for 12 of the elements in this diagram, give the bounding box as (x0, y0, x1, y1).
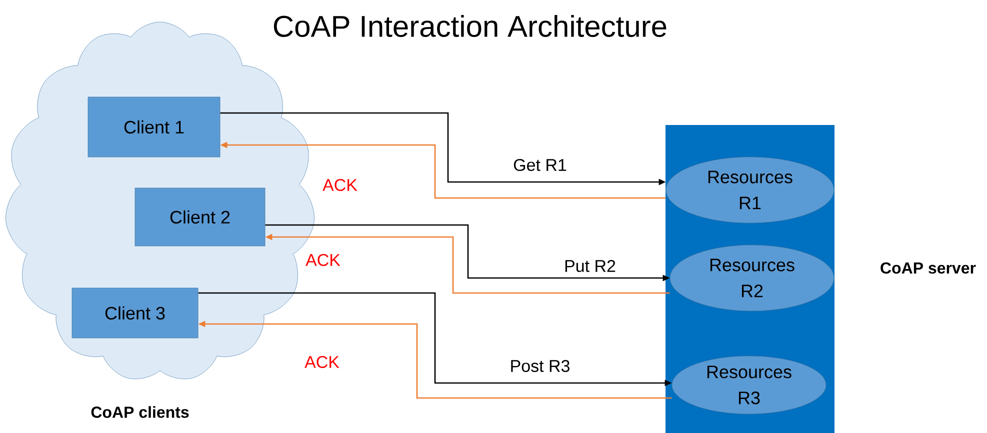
title: CoAP Interaction Architecture (274, 14, 666, 38)
edge-label: Post R3 (508, 358, 572, 373)
edge-label: ACK (304, 252, 342, 268)
client-box: Client 1 (88, 96, 220, 158)
edge-label: Put R2 (563, 258, 617, 273)
edge-label: ACK (322, 178, 358, 192)
client-box: Client 2 (134, 188, 266, 246)
edge-label: Get R1 (512, 158, 568, 172)
edge-label: ACK (304, 354, 340, 369)
group-label: CoAP clients (91, 406, 189, 418)
client-box: Client 3 (72, 288, 198, 338)
server-label: CoAP server (880, 262, 976, 274)
